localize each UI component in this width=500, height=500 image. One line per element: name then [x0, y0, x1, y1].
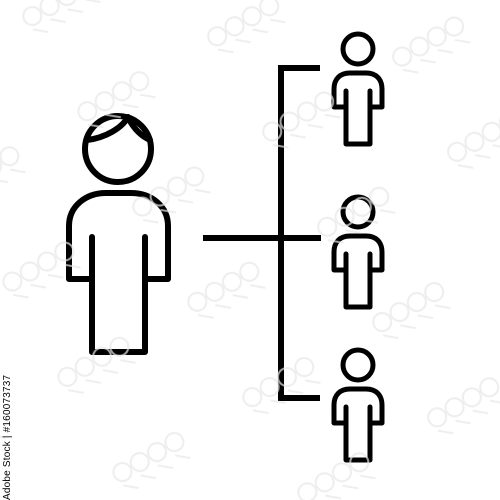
member-person-icon-middle [334, 197, 382, 307]
org-chart-bracket-icon [203, 65, 321, 401]
leader-body [66, 190, 171, 355]
member-person-icon-top [334, 34, 382, 144]
leader-person-icon [66, 113, 171, 355]
stock-image-id: Adobe Stock | #160073737 [2, 374, 13, 500]
member-person-icon-bottom [334, 350, 382, 460]
